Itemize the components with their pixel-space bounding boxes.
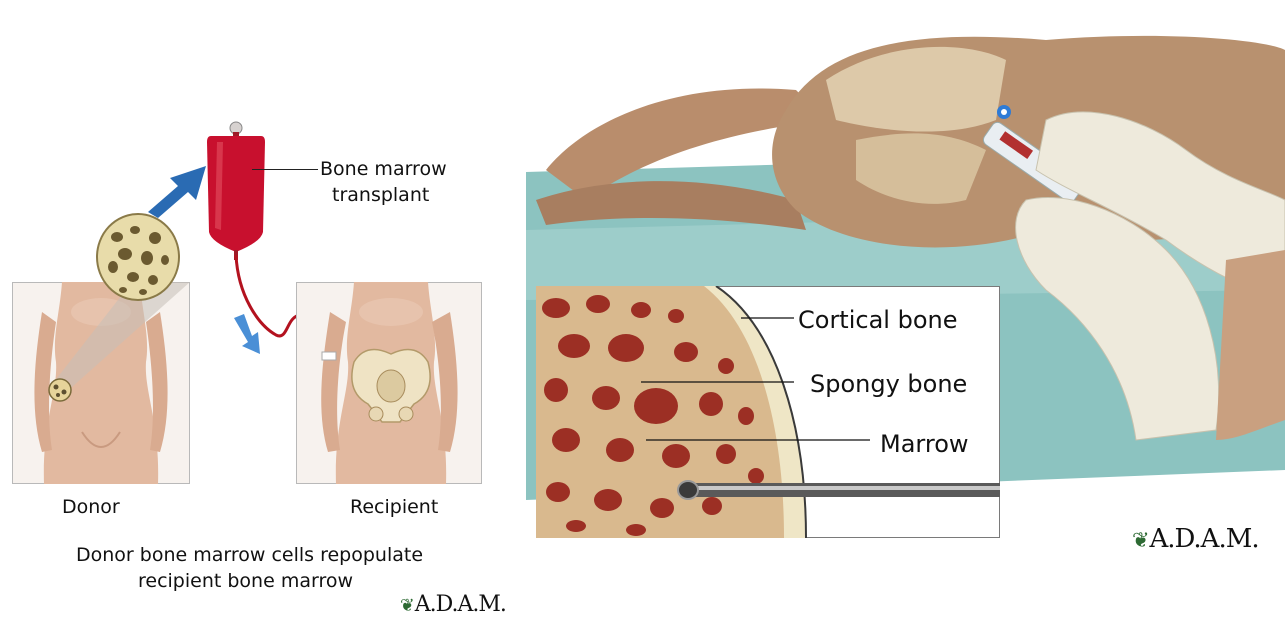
bone-magnification-icon xyxy=(95,212,181,302)
bag-label-leader-line xyxy=(252,169,318,170)
recipient-figure xyxy=(296,282,482,484)
callout-cortical-bone: Cortical bone xyxy=(798,306,957,334)
arrow-up-right-icon xyxy=(140,160,210,220)
leaf-icon: ❦ xyxy=(400,596,414,616)
bag-label-line1: Bone marrow xyxy=(320,158,447,180)
adam-logo-right: ❦A.D.A.M. xyxy=(1132,524,1259,554)
caption-line2: recipient bone marrow xyxy=(138,570,353,592)
caption-line1: Donor bone marrow cells repopulate xyxy=(76,544,423,566)
bag-label-line2: transplant xyxy=(332,184,429,206)
blood-bag xyxy=(205,120,267,260)
donor-figure xyxy=(12,282,190,484)
callout-spongy-bone: Spongy bone xyxy=(810,370,967,398)
adam-logo-text: A.D.A.M. xyxy=(415,592,506,617)
bone-marrow-biopsy-illustration: Cortical bone Spongy bone Marrow ❦A.D.A.… xyxy=(526,0,1285,618)
recipient-label: Recipient xyxy=(350,496,438,518)
arrow-down-right-icon xyxy=(230,312,264,356)
adam-logo-left: ❦A.D.A.M. xyxy=(400,592,506,617)
leaf-icon: ❦ xyxy=(1132,528,1148,552)
callout-marrow: Marrow xyxy=(880,430,969,458)
transplant-diagram: Bone marrow transplant Donor Recipient D… xyxy=(0,0,520,618)
donor-label: Donor xyxy=(62,496,120,518)
adam-logo-text: A.D.A.M. xyxy=(1149,524,1258,554)
